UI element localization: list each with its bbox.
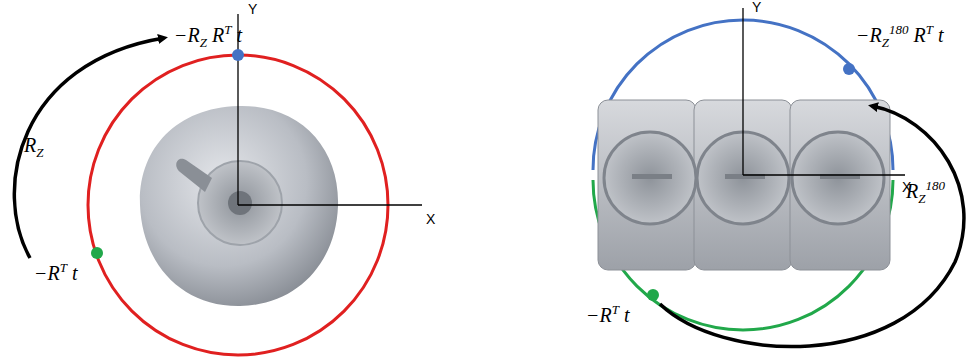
round-object <box>140 106 338 306</box>
green-point <box>647 289 659 301</box>
x-axis <box>743 174 905 175</box>
math-label: −RZ RT t <box>174 24 242 46</box>
math-label: −RT t <box>586 304 630 326</box>
math-label: RZ180 <box>906 180 945 202</box>
object-recess <box>198 161 282 245</box>
cassette-object <box>598 100 890 270</box>
axis-label: X <box>426 212 435 227</box>
rotation-arrow <box>14 38 164 258</box>
math-label: −RZ180 RT t <box>856 24 943 46</box>
math-label: −RT t <box>34 262 78 284</box>
y-axis <box>742 8 743 175</box>
object-center <box>228 191 252 215</box>
blue-point <box>232 49 244 61</box>
object-slot <box>176 159 212 192</box>
axis-label: Y <box>248 2 257 17</box>
rotation-arrow <box>660 106 964 347</box>
axis-label: Y <box>752 0 761 15</box>
blue-point <box>843 63 855 75</box>
math-label: RZ <box>24 134 43 156</box>
x-axis <box>238 204 422 205</box>
green-point <box>91 247 103 259</box>
